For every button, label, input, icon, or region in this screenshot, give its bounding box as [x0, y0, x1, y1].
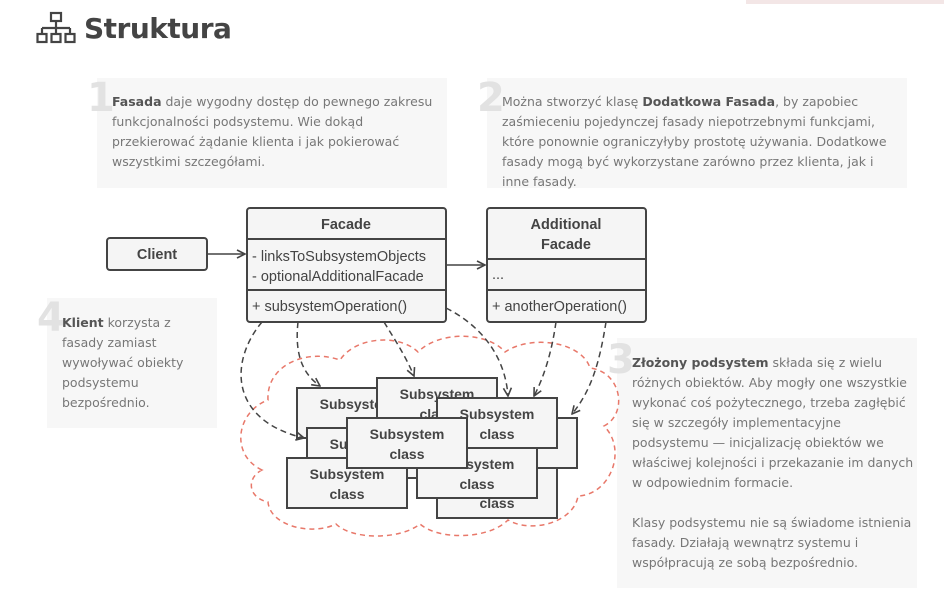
- subsystem-class-text: class: [459, 476, 494, 492]
- facade-class: Facade - linksToSubsystemObjects - optio…: [246, 207, 447, 323]
- note-keyword: Dodatkowa Fasada: [642, 94, 776, 109]
- subsystem-class-text: class: [329, 486, 364, 502]
- hierarchy-icon: [36, 11, 76, 44]
- note-facade: 1 Fasada daje wygodny dostęp do pewnego …: [87, 78, 447, 188]
- additional-facade-class: Additional Facade ... + anotherOperation…: [486, 207, 647, 323]
- additional-facade-field: ...: [492, 267, 504, 283]
- top-accent-bar: [746, 0, 944, 4]
- subsystem-class-text: Subsystem: [320, 396, 395, 412]
- note-subsystem: 3 Złożony podsystem składa się z wielu r…: [607, 338, 917, 588]
- facade-dependency-arrow: [240, 321, 304, 438]
- note-number: 2: [477, 75, 505, 121]
- note-body: Można stworzyć klasę: [502, 94, 643, 109]
- client-class: Client: [106, 237, 208, 271]
- note-paragraph-2: Klasy podsystemu nie są świadome istnien…: [632, 515, 912, 570]
- subsystem-class-text: Subsystem: [460, 406, 535, 422]
- note-body: korzysta z fasady zamiast wywoływać obie…: [62, 315, 184, 410]
- note-body: , by zapobiec zaśmieceniu pojedynczej fa…: [502, 94, 887, 189]
- note-keyword: Fasada: [112, 94, 162, 109]
- note-keyword: Klient: [62, 315, 104, 330]
- note-text: Złożony podsystem składa się z wielu róż…: [632, 353, 917, 573]
- note-keyword: Złożony podsystem: [632, 355, 769, 370]
- note-additional-facade: 2 Można stworzyć klasę Dodatkowa Fasada,…: [477, 78, 907, 189]
- subsystem-class-box: Subsystem class: [346, 417, 468, 469]
- subsystem-class-text: class: [479, 426, 514, 442]
- subsystem-class-text: Subsystem: [310, 466, 385, 482]
- dependency-arrows: [240, 307, 607, 438]
- facade-method: + subsystemOperation(): [252, 299, 407, 315]
- note-client: 4 Klient korzysta z fasady zamiast wywoł…: [37, 298, 217, 428]
- additional-facade-label: Additional: [531, 217, 602, 233]
- facade-label: Facade: [321, 217, 371, 233]
- note-text: Fasada daje wygodny dostęp do pewnego za…: [112, 92, 442, 172]
- note-number: 4: [37, 295, 65, 341]
- facade-field: - linksToSubsystemObjects: [252, 249, 426, 265]
- subsystem-class-box: Subsystem class: [436, 397, 558, 449]
- note-body: składa się z wielu różnych obiektów. Aby…: [632, 355, 914, 490]
- additional-dependency-arrow: [572, 321, 607, 414]
- note-body: daje wygodny dostęp do pewnego zakresu f…: [112, 94, 433, 169]
- note-number: 3: [607, 337, 635, 383]
- section-header: Struktura: [36, 8, 232, 48]
- additional-facade-method: + anotherOperation(): [492, 299, 627, 315]
- facade-dependency-arrow: [383, 321, 414, 376]
- subsystem-class-text: Subsystem: [370, 426, 445, 442]
- facade-dependency-arrow: [296, 321, 320, 386]
- facade-field: - optionalAdditionalFacade: [252, 269, 424, 285]
- note-text: Można stworzyć klasę Dodatkowa Fasada, b…: [502, 92, 902, 192]
- additional-dependency-arrow: [534, 321, 557, 396]
- client-label: Client: [137, 247, 177, 263]
- subsystem-class-text: class: [389, 446, 424, 462]
- subsystem-classes: class Subsystem Subsystem class Subsyste…: [286, 377, 578, 519]
- page-title: Struktura: [84, 11, 232, 45]
- additional-facade-label: Facade: [541, 237, 591, 253]
- note-text: Klient korzysta z fasady zamiast wywoływ…: [62, 313, 212, 413]
- note-number: 1: [87, 75, 115, 121]
- facade-dependency-arrow: [445, 307, 508, 396]
